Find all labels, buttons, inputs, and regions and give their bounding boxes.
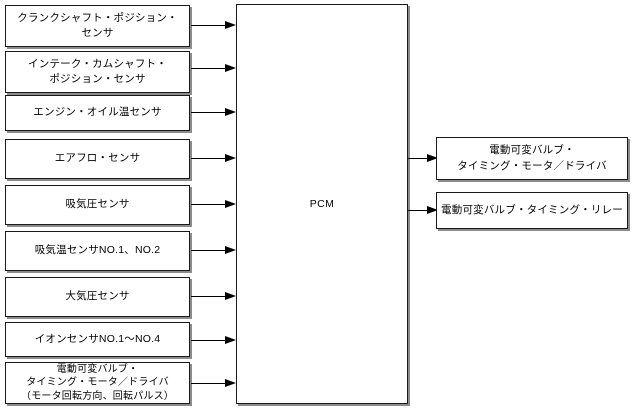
output-box-evt-relay[interactable]: 電動可変バルブ・タイミング・リレー: [436, 192, 628, 229]
arrow-shaft: [191, 250, 225, 251]
arrow-shaft: [191, 204, 225, 205]
arrow-head: [225, 154, 236, 162]
input-box-intake-pressure-sensor[interactable]: 吸気圧センサ: [5, 185, 190, 225]
input-box-engine-oil-temperature-sensor[interactable]: エンジン・オイル温センサ: [5, 95, 190, 131]
input-label: 電動可変バルブ・ タイミング・モータ／ドライバ （モータ回転方向、回転パルス）: [21, 364, 174, 402]
input-label: 吸気温センサNO.1、NO.2: [34, 244, 161, 257]
arrow-head: [225, 200, 236, 208]
arrow-head: [427, 154, 438, 162]
input-box-intake-camshaft-position-sensor[interactable]: インテーク・カムシャフト・ ポジション・センサ: [5, 51, 190, 93]
input-arrow-engine-oil-temperature-sensor: [191, 108, 236, 117]
input-box-barometric-pressure-sensor[interactable]: 大気圧センサ: [5, 277, 190, 317]
pcm-label: PCM: [309, 198, 335, 210]
arrow-shaft: [191, 25, 225, 26]
output-arrow-evt-relay: [408, 206, 438, 215]
input-label: イオンセンサNO.1～NO.4: [34, 332, 161, 345]
input-box-ion-sensor[interactable]: イオンセンサNO.1～NO.4: [5, 322, 190, 357]
input-arrow-air-flow-sensor: [191, 154, 236, 163]
arrow-shaft: [191, 296, 225, 297]
input-label: クランクシャフト・ポジション・ センサ: [17, 11, 178, 39]
input-arrow-barometric-pressure-sensor: [191, 292, 236, 301]
input-arrow-evt-motor-driver-feedback: [191, 379, 236, 388]
input-box-evt-motor-driver-feedback[interactable]: 電動可変バルブ・ タイミング・モータ／ドライバ （モータ回転方向、回転パルス）: [5, 362, 190, 404]
arrow-shaft: [191, 68, 225, 69]
arrow-head: [225, 21, 236, 29]
output-label: 電動可変バルブ・ タイミング・モータ／ドライバ: [457, 144, 607, 172]
arrow-head: [225, 379, 236, 387]
arrow-head: [225, 292, 236, 300]
input-label: エアフロ・センサ: [54, 152, 141, 165]
input-label: インテーク・カムシャフト・ ポジション・センサ: [28, 57, 167, 85]
input-box-air-flow-sensor[interactable]: エアフロ・センサ: [5, 139, 190, 179]
input-label: 吸気圧センサ: [65, 198, 130, 211]
arrow-shaft: [408, 210, 427, 211]
input-box-intake-air-temperature-sensor[interactable]: 吸気温センサNO.1、NO.2: [5, 231, 190, 271]
input-label: 大気圧センサ: [65, 290, 130, 303]
input-arrow-ion-sensor: [191, 336, 236, 345]
input-arrow-intake-camshaft-position-sensor: [191, 64, 236, 73]
arrow-shaft: [191, 383, 225, 384]
arrow-shaft: [191, 340, 225, 341]
output-label: 電動可変バルブ・タイミング・リレー: [441, 203, 623, 216]
arrow-head: [225, 108, 236, 116]
arrow-head: [225, 336, 236, 344]
input-arrow-crankshaft-position-sensor: [191, 21, 236, 30]
arrow-head: [427, 206, 438, 214]
arrow-shaft: [408, 158, 427, 159]
output-box-evt-motor-driver[interactable]: 電動可変バルブ・ タイミング・モータ／ドライバ: [436, 137, 628, 180]
input-arrow-intake-air-temperature-sensor: [191, 246, 236, 255]
arrow-head: [225, 64, 236, 72]
arrow-shaft: [191, 158, 225, 159]
arrow-shaft: [191, 112, 225, 113]
arrow-head: [225, 246, 236, 254]
input-label: エンジン・オイル温センサ: [33, 106, 162, 119]
output-arrow-evt-motor-driver: [408, 154, 438, 163]
input-box-crankshaft-position-sensor[interactable]: クランクシャフト・ポジション・ センサ: [5, 5, 190, 47]
input-arrow-intake-pressure-sensor: [191, 200, 236, 209]
pcm-block[interactable]: PCM: [236, 4, 408, 404]
